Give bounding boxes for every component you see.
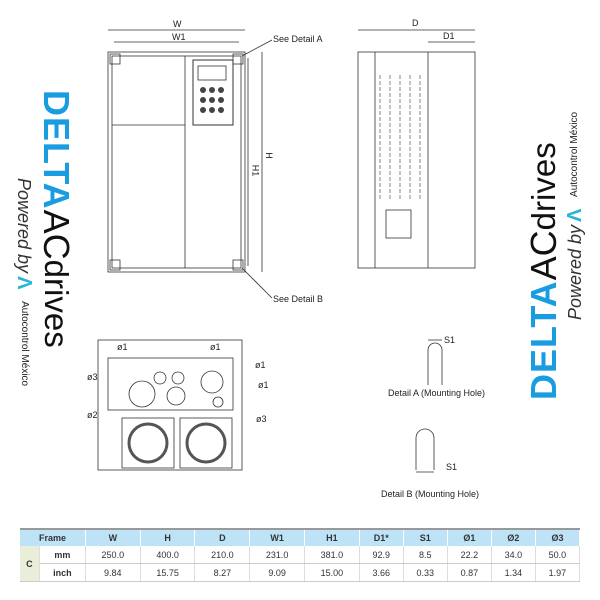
dim-h: H	[263, 152, 274, 159]
cell: 22.2	[447, 546, 492, 564]
cell: 8.27	[194, 563, 251, 582]
dim-phi1: ø1	[117, 342, 128, 352]
cell: 9.84	[85, 563, 141, 582]
unit-cell: inch	[39, 563, 86, 582]
cell: 250.0	[85, 546, 141, 564]
header: W	[85, 528, 141, 546]
dim-phi3: ø3	[256, 414, 267, 424]
detail-a-caption: Detail A (Mounting Hole)	[388, 388, 486, 398]
cell: 3.66	[359, 563, 404, 582]
detail-views	[415, 339, 443, 473]
header-frame: Frame	[20, 528, 86, 546]
detail-b-caption: Detail B (Mounting Hole)	[381, 489, 480, 499]
dim-w1: W1	[172, 32, 186, 42]
side-view	[357, 29, 476, 269]
unit-cell: mm	[39, 546, 86, 564]
cell: 231.0	[249, 546, 305, 564]
cell: 15.75	[140, 563, 196, 582]
header: D	[194, 528, 251, 546]
dim-phi1: ø1	[255, 360, 266, 370]
header: Ø3	[535, 528, 581, 546]
dim-phi3: ø3	[87, 372, 98, 382]
dim-d: D	[412, 18, 419, 28]
cell: 0.87	[447, 563, 492, 582]
dim-phi1: ø1	[210, 342, 221, 352]
frame-cell: C	[20, 546, 40, 582]
front-view	[107, 29, 273, 299]
header: D1*	[359, 528, 404, 546]
cell: 400.0	[140, 546, 196, 564]
cell: 1.97	[535, 563, 581, 582]
dim-s1: S1	[444, 335, 456, 345]
cell: 0.33	[403, 563, 448, 582]
dim-phi2: ø2	[87, 410, 98, 420]
cell: 210.0	[194, 546, 251, 564]
cell: 92.9	[359, 546, 404, 564]
header: Ø2	[491, 528, 536, 546]
cell: 8.5	[403, 546, 448, 564]
cell: 9.09	[249, 563, 305, 582]
dim-phi1: ø1	[258, 380, 269, 390]
dim-h1: H1	[250, 164, 261, 177]
cell: 381.0	[304, 546, 360, 564]
see-detail-a: See Detail A	[273, 34, 323, 44]
dim-w: W	[173, 19, 182, 29]
cell: 1.34	[491, 563, 536, 582]
header: H1	[304, 528, 360, 546]
cell: 34.0	[491, 546, 536, 564]
see-detail-b: See Detail B	[273, 294, 324, 304]
header: H	[140, 528, 196, 546]
bottom-view	[97, 339, 243, 471]
dim-s1: S1	[446, 462, 458, 472]
header: W1	[249, 528, 305, 546]
header: Ø1	[447, 528, 492, 546]
dim-d1: D1	[443, 31, 455, 41]
cell: 50.0	[535, 546, 581, 564]
header: S1	[403, 528, 448, 546]
cell: 15.00	[304, 563, 360, 582]
